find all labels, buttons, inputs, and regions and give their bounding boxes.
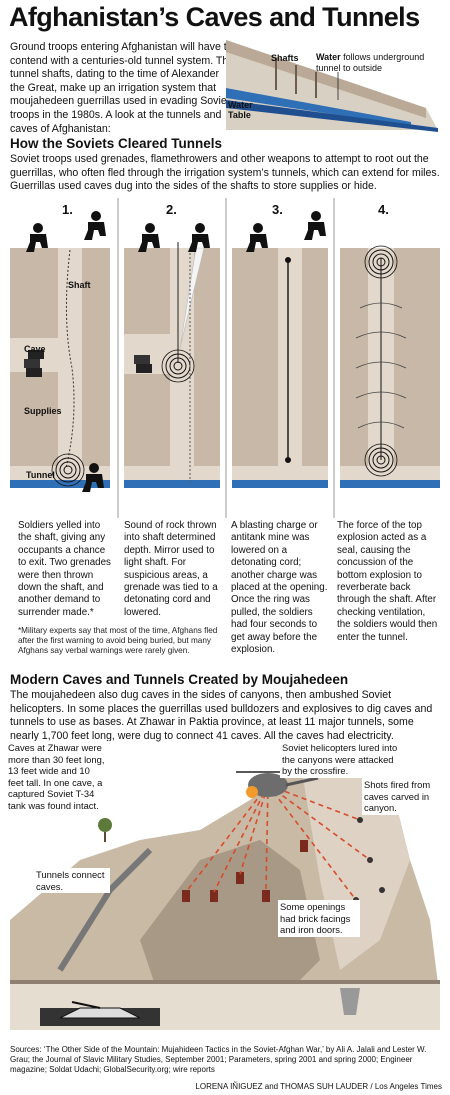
wall-cave-opening bbox=[357, 817, 363, 823]
ground-surface-line bbox=[10, 980, 440, 984]
inset-shafts-label: Shafts bbox=[271, 53, 299, 63]
step3-bottom-charge bbox=[285, 457, 291, 463]
callout-helicopters: Soviet helicopters lured into the canyon… bbox=[280, 741, 406, 778]
step2-soldier bbox=[138, 223, 160, 252]
wall-cave-opening bbox=[379, 887, 385, 893]
inset-water-rest: follows underground tunnel to outside bbox=[316, 52, 425, 74]
credit: LORENA IÑIGUEZ and THOMAS SUH LAUDER / L… bbox=[195, 1082, 442, 1091]
step2-tunnel bbox=[124, 466, 220, 484]
cave-door bbox=[182, 890, 190, 902]
section1-text: Soviet troops used grenades, flamethrowe… bbox=[10, 153, 440, 193]
connecting-tunnel bbox=[57, 847, 153, 972]
callout-openings: Some openings had brick facings and iron… bbox=[278, 900, 360, 937]
helicopter-tail bbox=[285, 776, 319, 787]
step2-number: 2. bbox=[166, 202, 177, 217]
crossfire-lines bbox=[185, 784, 371, 901]
cave-door bbox=[262, 890, 270, 902]
supplies-label: Supplies bbox=[24, 406, 62, 416]
tunnel-label: Tunnel bbox=[26, 470, 55, 480]
tunnel-entrance bbox=[340, 988, 360, 1015]
step4-panel bbox=[340, 245, 440, 488]
tank-gun bbox=[71, 1001, 101, 1009]
shaft-label: Shaft bbox=[68, 280, 91, 290]
step4-reverberation-waves bbox=[355, 302, 407, 429]
helicopter-fire bbox=[246, 786, 258, 798]
step4-number: 4. bbox=[378, 202, 389, 217]
callout-zhawar: Caves at Zhawar were more than 30 feet l… bbox=[6, 741, 110, 813]
step3-caption: A blasting charge or antitank mine was l… bbox=[231, 520, 328, 656]
soviet-clearing-diagram bbox=[10, 198, 440, 518]
section2-text: The moujahedeen also dug caves in the si… bbox=[10, 689, 433, 742]
inset-water-caption: Water follows underground tunnel to outs… bbox=[316, 52, 444, 74]
sources: Sources: ‘The Other Side of the Mountain… bbox=[10, 1045, 427, 1074]
step2-soldier bbox=[188, 223, 210, 252]
callout-shots: Shots fired from caves carved in canyon. bbox=[362, 778, 448, 815]
callout-tunnels: Tunnels connect caves. bbox=[34, 868, 110, 894]
step2-mirror-light bbox=[179, 247, 205, 349]
water-table-inset bbox=[226, 40, 438, 132]
t34-tank bbox=[59, 1007, 141, 1019]
step3-number: 3. bbox=[272, 202, 283, 217]
step3-soldier bbox=[246, 223, 268, 252]
step1-grenade-path bbox=[65, 249, 75, 469]
canyon-cave-diagram bbox=[10, 750, 440, 1030]
intro-text: Ground troops entering Afghanistan will … bbox=[10, 41, 235, 135]
cave-door bbox=[300, 840, 308, 852]
step1-panel bbox=[10, 211, 110, 492]
cave-door bbox=[210, 890, 218, 902]
inset-water-table bbox=[226, 100, 438, 132]
step4-caption: The force of the top explosion acted as … bbox=[337, 520, 438, 643]
step4-tunnel bbox=[340, 466, 440, 484]
inset-water-table-label-2: Table bbox=[228, 110, 251, 120]
inset-water-bold: Water bbox=[316, 52, 341, 62]
step1-tunnel bbox=[10, 466, 110, 484]
section2-heading: Modern Caves and Tunnels Created by Mouj… bbox=[10, 672, 349, 687]
step2-caption: Sound of rock thrown into shaft determin… bbox=[124, 520, 218, 618]
step3-tunnel bbox=[232, 466, 328, 484]
footnote: *Military experts say that most of the t… bbox=[18, 626, 218, 656]
canyon-floor bbox=[140, 840, 320, 1000]
step1-shaft bbox=[58, 248, 82, 484]
step2-panel bbox=[124, 223, 220, 488]
step3-soldier bbox=[304, 211, 326, 240]
section1-heading: How the Soviets Cleared Tunnels bbox=[10, 136, 223, 151]
step1-supplies bbox=[26, 368, 42, 377]
soviet-helicopter bbox=[248, 773, 288, 797]
step1-supplies bbox=[28, 350, 44, 359]
step2-supplies bbox=[134, 355, 150, 364]
step3-shaft bbox=[278, 248, 302, 484]
step3-panel bbox=[232, 211, 328, 488]
cave-door bbox=[236, 872, 244, 884]
step4-water bbox=[340, 480, 440, 488]
step1-soldier bbox=[84, 211, 106, 240]
tree bbox=[98, 818, 112, 832]
inset-water-table-label-1: Water bbox=[228, 100, 253, 110]
step3-water bbox=[232, 480, 328, 488]
inset-water-tunnel bbox=[226, 88, 411, 126]
step1-supplies bbox=[24, 359, 40, 368]
step3-top-charge bbox=[285, 257, 291, 263]
step1-caption: Soldiers yelled into the shaft, giving a… bbox=[18, 520, 111, 618]
cave-label: Cave bbox=[24, 344, 46, 354]
step1-number: 1. bbox=[62, 202, 73, 217]
step2-supplies bbox=[136, 364, 152, 373]
page-title: Afghanistan’s Caves and Tunnels bbox=[9, 2, 420, 32]
step2-water bbox=[124, 480, 220, 488]
step1-soldier bbox=[26, 223, 48, 252]
